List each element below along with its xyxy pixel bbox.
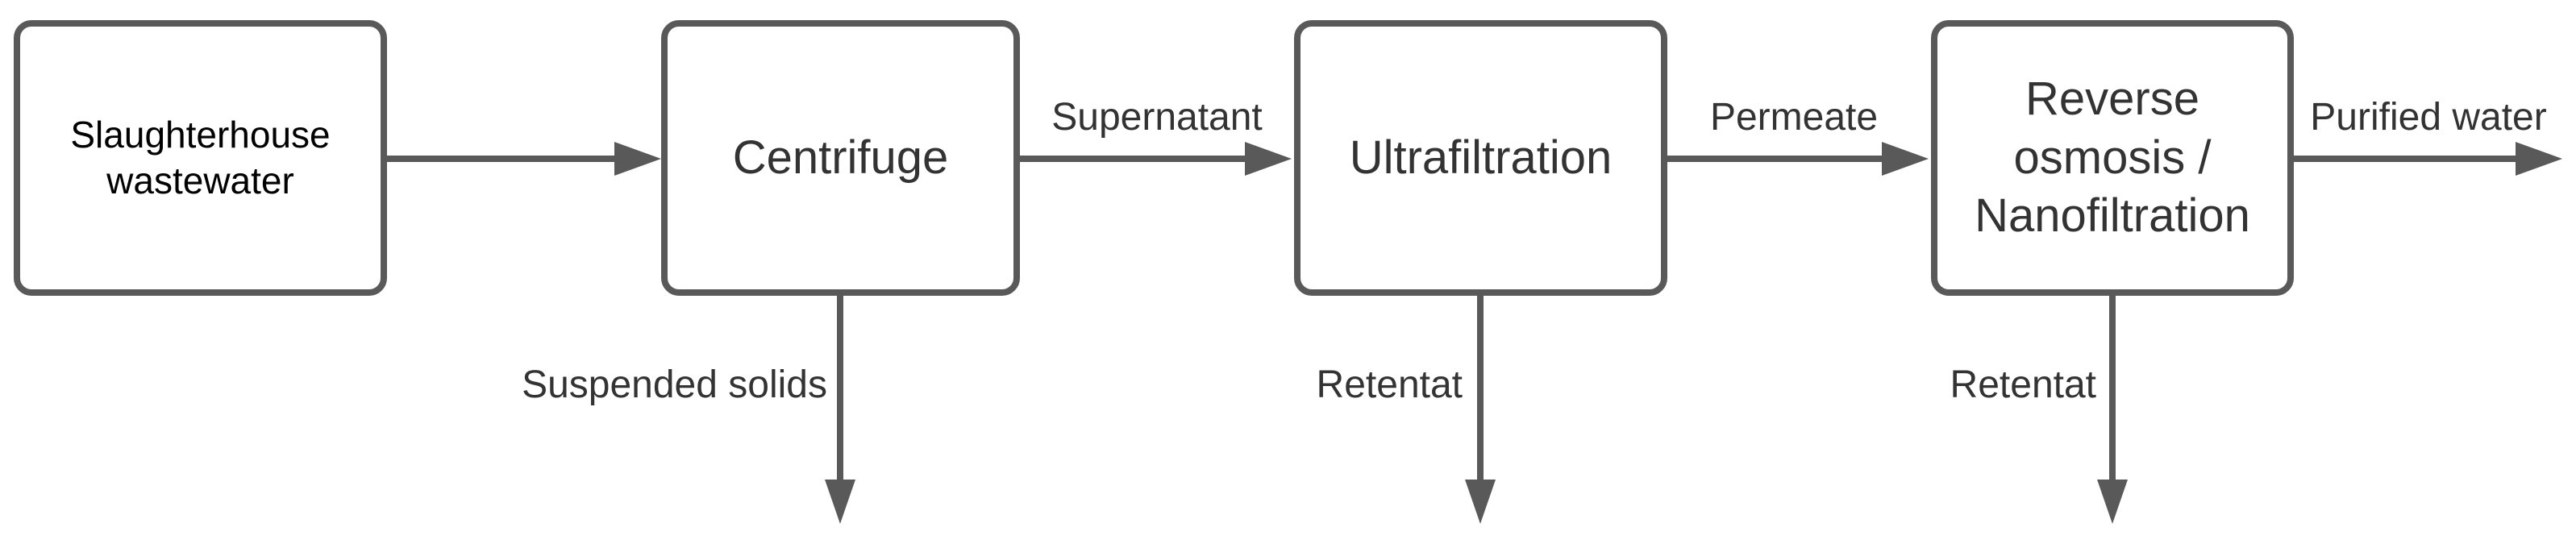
- arrow-down-icon: [825, 480, 855, 524]
- arrow-retentat-line: [1477, 293, 1484, 484]
- arrow-right-icon: [1882, 142, 1929, 176]
- arrow-supernatant-line: [1020, 156, 1246, 162]
- arrow-retentat-line: [2109, 293, 2116, 484]
- arrow-down-icon: [1465, 480, 1496, 524]
- node-label-line: Ultrafiltration: [1349, 131, 1613, 184]
- arrow-suspended-solids-line: [837, 293, 843, 484]
- node-slaughterhouse-wastewater: Slaughterhouse wastewater: [14, 20, 387, 296]
- label-suspended-solids: Suspended solids: [522, 363, 827, 406]
- label-purified-water: Purified water: [2310, 96, 2547, 139]
- node-ultrafiltration: Ultrafiltration: [1294, 20, 1667, 296]
- node-label-line: Nanofiltration: [1975, 189, 2250, 243]
- arrow-feed-line: [387, 156, 616, 162]
- node-label-line: Centrifuge: [732, 131, 949, 184]
- arrow-permeate-line: [1667, 156, 1883, 162]
- arrow-right-icon: [614, 142, 661, 176]
- node-label-line: Slaughterhouse: [70, 113, 331, 156]
- node-label-line: Reverse: [2025, 73, 2199, 126]
- label-permeate: Permeate: [1709, 96, 1879, 139]
- node-reverse-osmosis-nanofiltration: Reverse osmosis / Nanofiltration: [1931, 20, 2294, 296]
- label-retentat-reverse-osmosis: Retentat: [1950, 363, 2096, 406]
- node-label-line: wastewater: [106, 160, 294, 201]
- arrow-right-icon: [2516, 142, 2562, 176]
- node-label-line: osmosis /: [2013, 131, 2212, 184]
- arrow-down-icon: [2097, 480, 2128, 524]
- arrow-right-icon: [1245, 142, 1292, 176]
- node-centrifuge: Centrifuge: [661, 20, 1020, 296]
- label-supernatant: Supernatant: [1051, 96, 1263, 139]
- arrow-purified-water-line: [2294, 156, 2517, 162]
- label-retentat-ultrafiltration: Retentat: [1316, 363, 1463, 406]
